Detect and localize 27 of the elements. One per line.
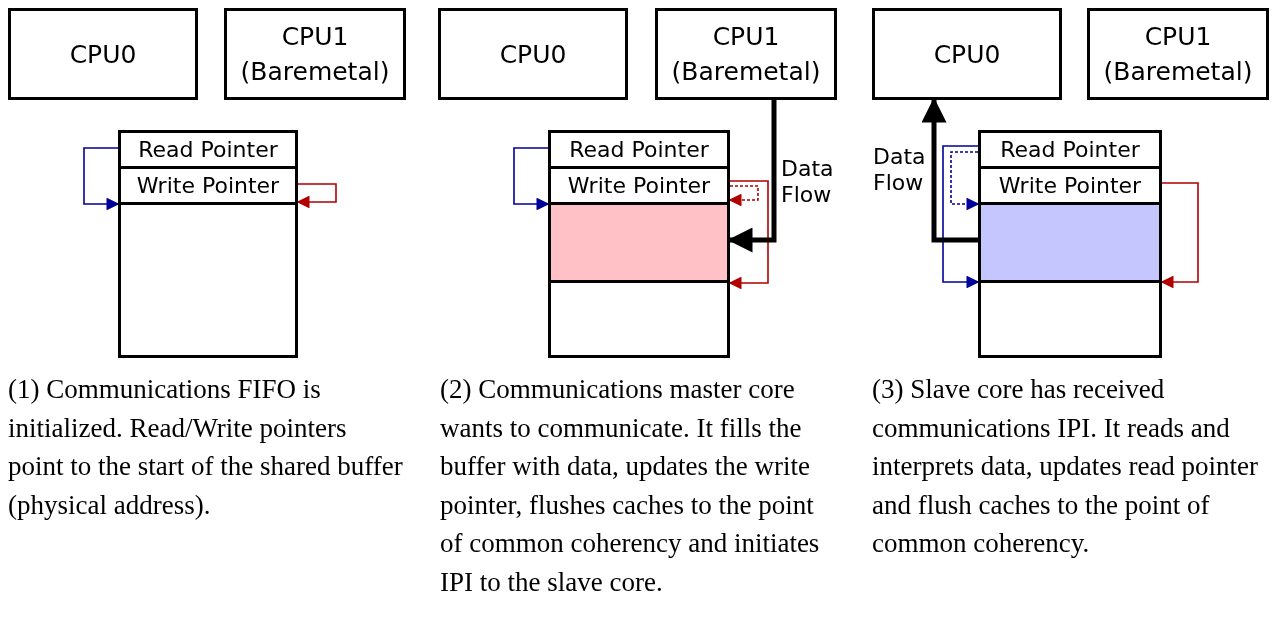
arrow — [921, 97, 978, 243]
cpu-box: CPU1 (Baremetal) — [224, 8, 406, 100]
caption-text: (1) Communications FIFO is initialized. Read/Write pointers point to the start of the shared buffer (physical address). — [8, 373, 404, 522]
cpu-box: CPU0 — [438, 8, 628, 100]
arrow — [950, 151, 980, 211]
buffer-region — [548, 280, 730, 358]
arrow — [83, 147, 120, 211]
arrow — [1160, 182, 1199, 289]
arrow — [942, 145, 980, 289]
arrow — [296, 183, 337, 209]
cpu-box: CPU0 — [872, 8, 1062, 100]
arrow — [727, 100, 777, 253]
buffer-region — [548, 202, 730, 283]
arrow — [728, 180, 769, 290]
caption-text: (3) Slave core has received communications IPI. It reads and interprets data, updates read pointer and flush caches to the point of common coherency. — [872, 373, 1260, 560]
cpu-box: CPU0 — [8, 8, 198, 100]
buffer-region — [118, 202, 298, 358]
pointer-field: Read Pointer — [118, 130, 298, 169]
cpu-box: CPU1 (Baremetal) — [655, 8, 837, 100]
arrow — [513, 147, 550, 211]
cpu-box: CPU1 (Baremetal) — [1087, 8, 1269, 100]
pointer-field: Read Pointer — [548, 130, 730, 169]
pointer-field: Read Pointer — [978, 130, 1162, 169]
buffer-region — [978, 202, 1162, 283]
arrow — [728, 185, 759, 207]
buffer-region — [978, 280, 1162, 358]
caption-text: (2) Communications master core wants to communicate. It fills the buffer with data, updates the write pointer, flushes caches to the point of common coherency and initiates IPI to the slave core. — [440, 373, 821, 599]
